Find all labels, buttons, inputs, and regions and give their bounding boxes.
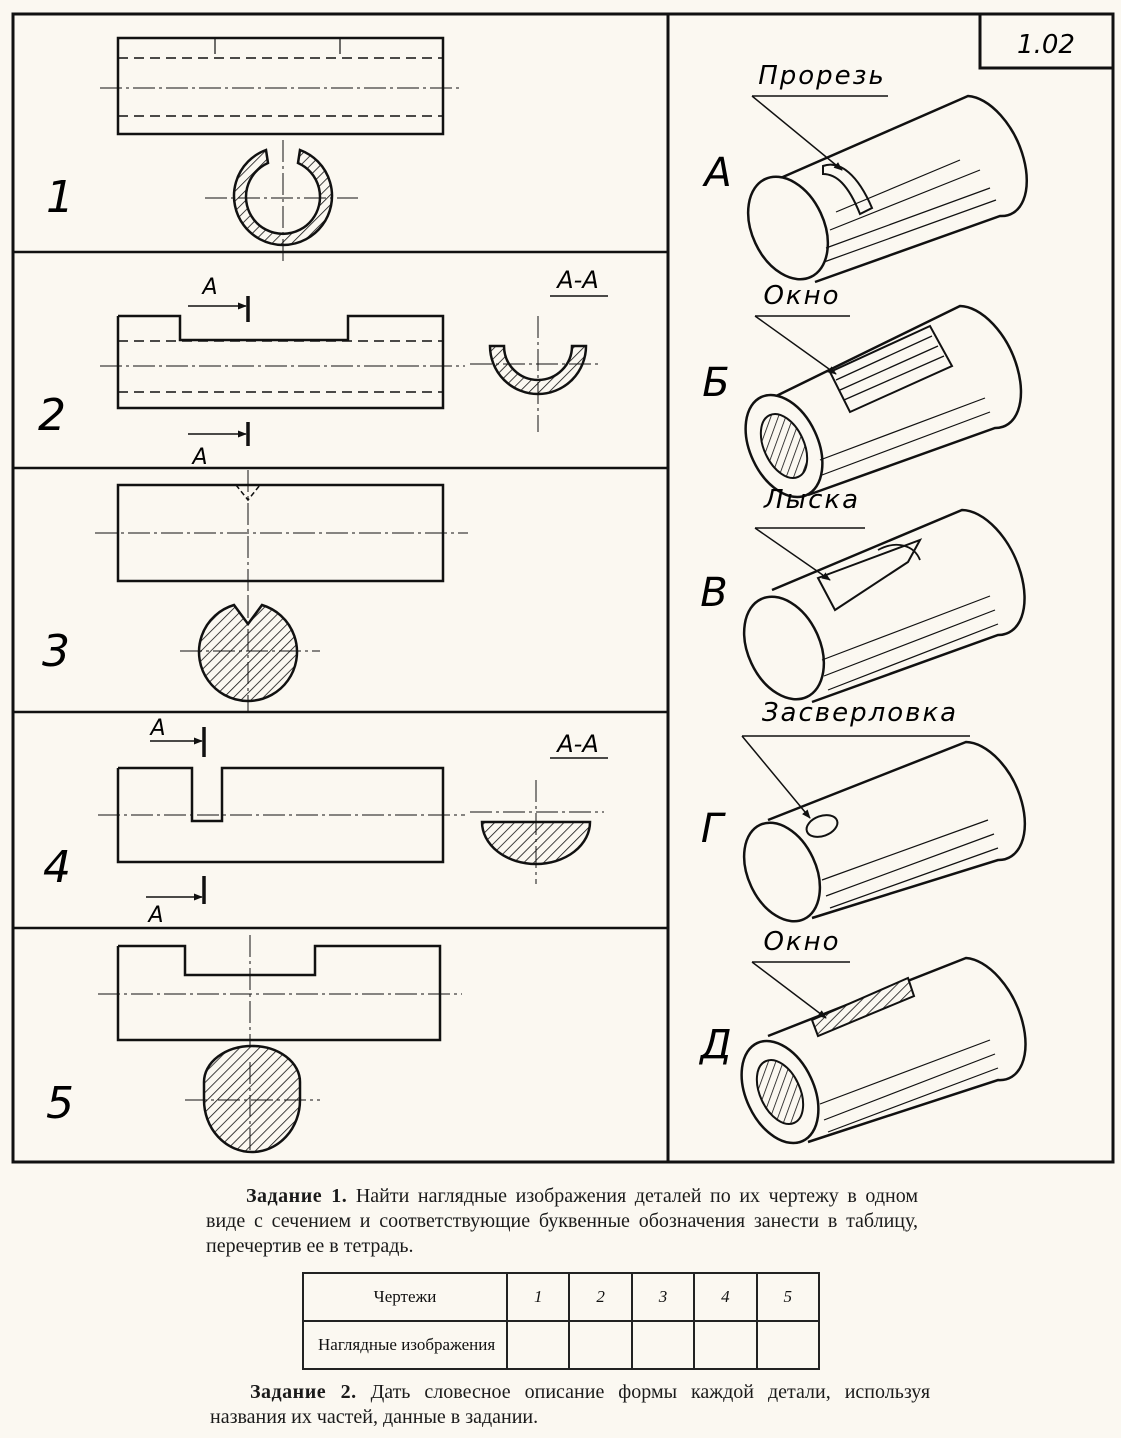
column-header: 4 [693,1272,758,1322]
task-1: Задание 1. Найти наглядные изображения д… [206,1184,918,1259]
feature-label-B: Окно [763,281,840,311]
task-1-text: Найти наглядные изображения деталей по и… [206,1185,918,1257]
task-1-heading: Задание 1. [246,1185,348,1207]
answer-cell[interactable] [568,1320,633,1370]
feature-label-D: Засверловка [762,698,958,728]
pictorial-D [741,735,1027,923]
answer-cell[interactable] [630,1320,696,1370]
task-2-heading: Задание 2. [250,1381,357,1403]
drawing-sheet: 1.02 1 А А А-А 2 [11,12,1115,1164]
cut-letter-top-2: А [200,275,217,300]
row-label-pictorials: Наглядные изображения [302,1320,508,1370]
sheet-number: 1.02 [1017,30,1075,60]
feature-label-C: Лыска [763,485,860,515]
feature-label-A: Прорезь [758,61,886,91]
drawing-number-2: 2 [38,390,66,441]
drawing-2 [100,296,602,446]
cut-letter-top-4: А [148,716,165,741]
drawing-3 [95,470,468,712]
pictorial-letter-C: В [700,570,727,616]
column-header: 5 [755,1272,821,1322]
pictorial-letter-A: А [701,150,731,196]
answer-cell[interactable] [755,1320,821,1370]
answer-table: Чертежи 1 2 3 4 5 Наглядные изображения [302,1272,821,1370]
drawing-4 [98,727,604,904]
cut-letter-bottom-4: А [146,903,163,928]
pictorial-letter-E: Д [698,1022,731,1068]
row-label-drawings: Чертежи [302,1272,508,1322]
section-label-4: А-А [555,730,599,758]
frame [11,12,1115,1164]
pictorial-letter-B: Б [702,360,729,406]
section-label-2: А-А [555,266,599,294]
feature-label-E: Окно [763,927,840,957]
cut-letter-bottom-2: А [190,445,207,470]
column-header: 2 [568,1272,633,1322]
pictorial-B [744,304,1023,499]
drawing-1 [100,36,460,262]
column-header: 3 [630,1272,696,1322]
table-row: Наглядные изображения [302,1320,821,1370]
column-header: 1 [505,1272,571,1322]
pictorial-C [742,508,1026,704]
pictorial-letter-D: Г [701,806,726,852]
drawing-number-5: 5 [46,1078,74,1129]
task-2-text: Дать словесное описание формы каждой дет… [210,1381,931,1428]
drawing-number-1: 1 [46,172,74,223]
drawing-5 [98,935,462,1154]
task-2: Задание 2. Дать словесное описание формы… [210,1380,930,1430]
drawing-number-3: 3 [42,626,70,677]
table-row: Чертежи 1 2 3 4 5 [302,1272,821,1322]
answer-cell[interactable] [693,1320,758,1370]
pictorial-E [740,956,1027,1145]
answer-cell[interactable] [505,1320,571,1370]
drawing-number-4: 4 [43,842,71,893]
pictorial-A [746,94,1029,284]
